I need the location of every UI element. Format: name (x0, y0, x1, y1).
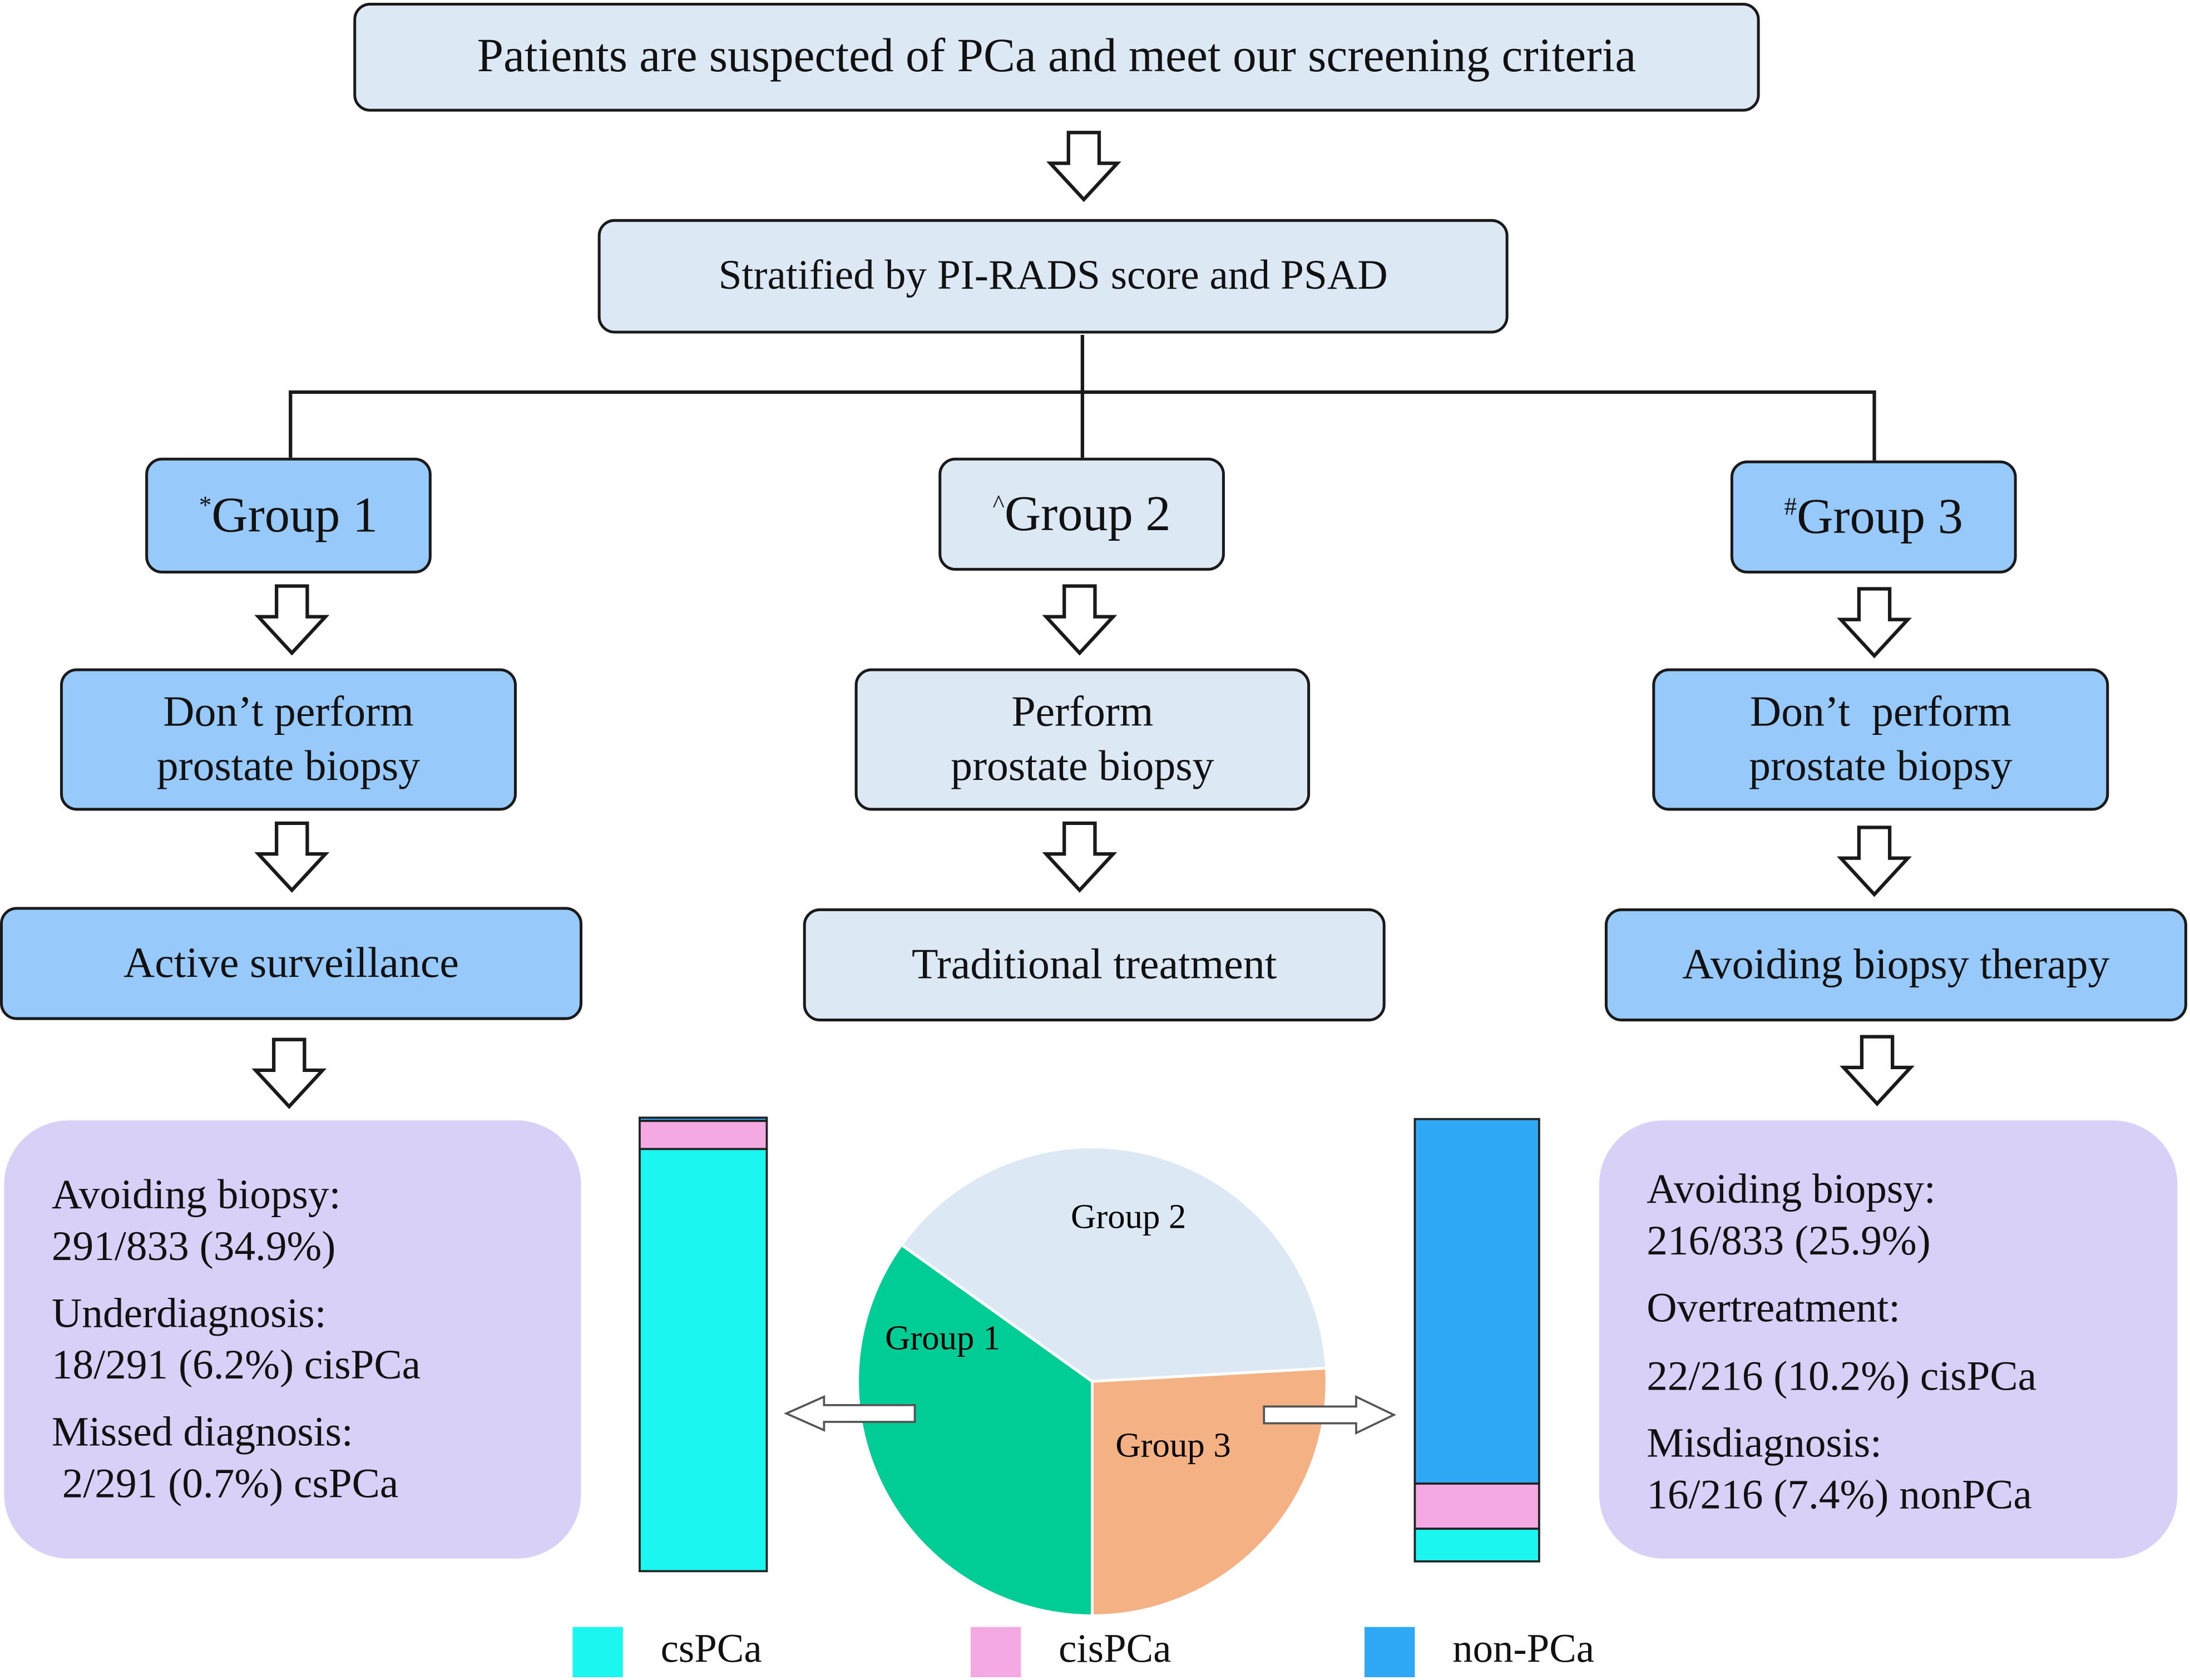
group-3-result-line: 216/833 (25.9%) (1647, 1217, 1931, 1264)
group-3-bar-segment-non-pca (1413, 1118, 1540, 1485)
group-3-marker: # (1784, 492, 1797, 521)
left-arrow-icon (783, 1395, 916, 1432)
group-2-label: Group 2 (1004, 485, 1171, 542)
group-1-results-panel: Avoiding biopsy: 291/833 (34.9%) Underdi… (4, 1120, 581, 1559)
down-arrow-icon (1042, 821, 1118, 893)
group-1-biopsy-line-2: prostate biopsy (156, 740, 421, 790)
group-1-result-line: 2/291 (0.7%) csPCa (51, 1461, 399, 1507)
group-3-box: #Group 3 (1730, 460, 2017, 574)
group-pie-chart (856, 1145, 1328, 1618)
traditional-treatment-text: Traditional treatment (911, 939, 1277, 989)
legend-label-cispca: cisPCa (1059, 1627, 1171, 1672)
stratified-box: Stratified by PI-RADS score and PSAD (597, 219, 1509, 334)
group-3-biopsy-line-2: prostate biopsy (1749, 740, 2013, 790)
group-1-bar-segment-non-pca (639, 1116, 768, 1122)
group-2-biopsy-line-2: prostate biopsy (951, 740, 1214, 790)
traditional-treatment-box: Traditional treatment (803, 908, 1386, 1022)
group-1-result-line: 18/291 (6.2%) cisPCa (51, 1342, 421, 1389)
group-3-bar-segment-cispca (1413, 1482, 1540, 1530)
group-1-bar-segment-cispca (639, 1119, 768, 1150)
group-1-marker: * (199, 491, 212, 520)
group-1-bar-segment-cspca (639, 1148, 768, 1573)
pie-slice-group-1 (856, 1243, 1094, 1618)
group-1-biopsy-line-1: Don’t perform (163, 686, 414, 736)
group-1-label: Group 1 (211, 487, 378, 543)
group-3-result-line: 16/216 (7.4%) nonPCa (1647, 1472, 2032, 1518)
group-1-result-line: Underdiagnosis: (51, 1291, 327, 1337)
legend-swatch-non-pca (1365, 1627, 1415, 1677)
group-3-results-panel: Avoiding biopsy: 216/833 (25.9%) Overtre… (1599, 1120, 2178, 1559)
legend-label-non-pca: non-PCa (1452, 1627, 1595, 1672)
down-arrow-icon (1840, 1035, 1915, 1106)
down-arrow-icon (254, 584, 330, 656)
active-surveillance-text: Active surveillance (123, 937, 459, 987)
group-1-result-line: Avoiding biopsy: (51, 1172, 341, 1218)
group-3-stacked-bar (1413, 1118, 1540, 1563)
group-3-bar-segment-cspca (1413, 1528, 1540, 1563)
down-arrow-icon (1837, 826, 1912, 897)
down-arrow-icon (1042, 584, 1118, 656)
group-1-stacked-bar (639, 1116, 768, 1573)
screening-criteria-box: Patients are suspected of PCa and meet o… (353, 3, 1760, 112)
group-3-result-line: 22/216 (10.2%) cisPCa (1647, 1353, 2037, 1400)
down-arrow-icon (254, 821, 330, 893)
avoiding-biopsy-therapy-box: Avoiding biopsy therapy (1604, 908, 2187, 1022)
pie-label-group-3: Group 3 (1115, 1426, 1230, 1465)
down-arrow-icon (1837, 587, 1912, 659)
group-2-biopsy-box: Perform prostate biopsy (854, 668, 1311, 811)
screening-criteria-text: Patients are suspected of PCa and meet o… (477, 30, 1637, 82)
legend-label-cspca: csPCa (660, 1627, 762, 1672)
group-3-result-line: Misdiagnosis: (1647, 1421, 1882, 1467)
group-2-biopsy-line-1: Perform (1011, 686, 1154, 736)
group-1-result-line: Missed diagnosis: (51, 1410, 353, 1456)
down-arrow-icon (251, 1037, 327, 1109)
group-3-label: Group 3 (1797, 488, 1963, 545)
stratified-text: Stratified by PI-RADS score and PSAD (718, 253, 1388, 299)
group-3-biopsy-box: Don’t perform prostate biopsy (1652, 668, 2109, 811)
group-3-result-line: Avoiding biopsy: (1647, 1166, 1936, 1213)
group-2-marker: ^ (992, 490, 1005, 518)
right-arrow-icon (1263, 1395, 1397, 1435)
group-3-result-line: Overtreatment: (1647, 1285, 1901, 1332)
down-arrow-icon (1046, 131, 1121, 202)
legend-swatch-cspca (572, 1627, 623, 1677)
pie-slice-group-2 (899, 1145, 1328, 1383)
pie-slice-group-3 (1090, 1366, 1328, 1618)
tree-connector (289, 390, 1876, 461)
group-1-biopsy-box: Don’t perform prostate biopsy (60, 668, 517, 811)
legend-swatch-cispca (971, 1627, 1021, 1677)
group-2-box: ^Group 2 (938, 457, 1225, 571)
group-1-result-line: 291/833 (34.9%) (51, 1223, 336, 1269)
avoiding-biopsy-therapy-text: Avoiding biopsy therapy (1682, 939, 2110, 989)
pie-label-group-1: Group 1 (885, 1318, 1000, 1357)
group-1-box: *Group 1 (145, 457, 432, 574)
active-surveillance-box: Active surveillance (0, 907, 583, 1020)
pie-label-group-2: Group 2 (1071, 1197, 1186, 1236)
group-3-biopsy-line-1: Don’t perform (1749, 686, 2011, 736)
